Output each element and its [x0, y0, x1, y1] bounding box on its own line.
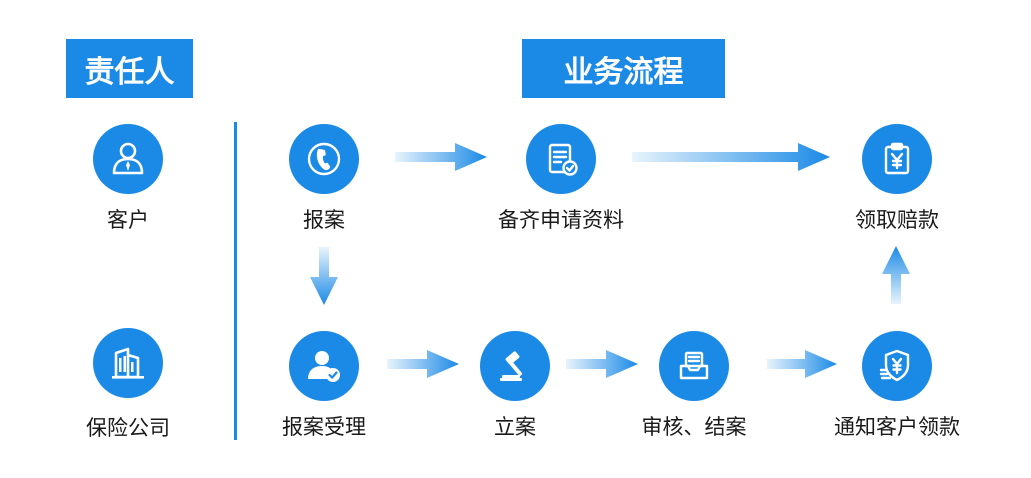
- step-report-label: 报案: [303, 208, 345, 232]
- phone-icon: [289, 124, 359, 194]
- step-review-close: 审核、结案: [614, 331, 774, 441]
- actor-customer: 客户: [48, 124, 208, 234]
- step-notify-customer: 通知客户领款: [817, 331, 977, 441]
- actor-customer-label: 客户: [107, 208, 149, 232]
- step-notify-customer-label: 通知客户领款: [834, 415, 960, 439]
- building-icon: [93, 328, 163, 398]
- inbox-icon: [659, 331, 729, 401]
- arrow-review-to-notify: [767, 350, 837, 378]
- step-receive-payment-label: 领取赔款: [855, 208, 939, 232]
- user-icon: [93, 124, 163, 194]
- arrow-report-to-prepare: [395, 143, 487, 171]
- step-accept-report-label: 报案受理: [282, 415, 366, 439]
- actor-insurer-label: 保险公司: [86, 416, 170, 440]
- step-accept-report: 报案受理: [244, 331, 404, 441]
- arrow-file-to-review: [566, 350, 638, 378]
- step-review-close-label: 审核、结案: [641, 415, 747, 439]
- step-prepare-docs-label: 备齐申请资料: [498, 208, 624, 232]
- column-divider: [234, 122, 237, 440]
- gavel-icon: [480, 331, 550, 401]
- document-check-icon: [526, 124, 596, 194]
- process-header: 业务流程: [522, 39, 725, 98]
- clipboard-yen-icon: [862, 124, 932, 194]
- arrow-prepare-to-receive: [632, 143, 830, 171]
- user-check-icon: [289, 331, 359, 401]
- shield-yen-icon: [862, 331, 932, 401]
- responsible-header: 责任人: [66, 39, 193, 98]
- actor-insurer: 保险公司: [48, 328, 208, 442]
- step-file-case-label: 立案: [494, 415, 536, 439]
- arrow-report-to-accept: [310, 247, 338, 305]
- arrow-notify-to-receive: [882, 246, 910, 304]
- step-report: 报案: [244, 124, 404, 234]
- arrow-accept-to-file: [387, 350, 459, 378]
- step-receive-payment: 领取赔款: [817, 124, 977, 234]
- step-file-case: 立案: [435, 331, 595, 441]
- step-prepare-docs: 备齐申请资料: [481, 124, 641, 234]
